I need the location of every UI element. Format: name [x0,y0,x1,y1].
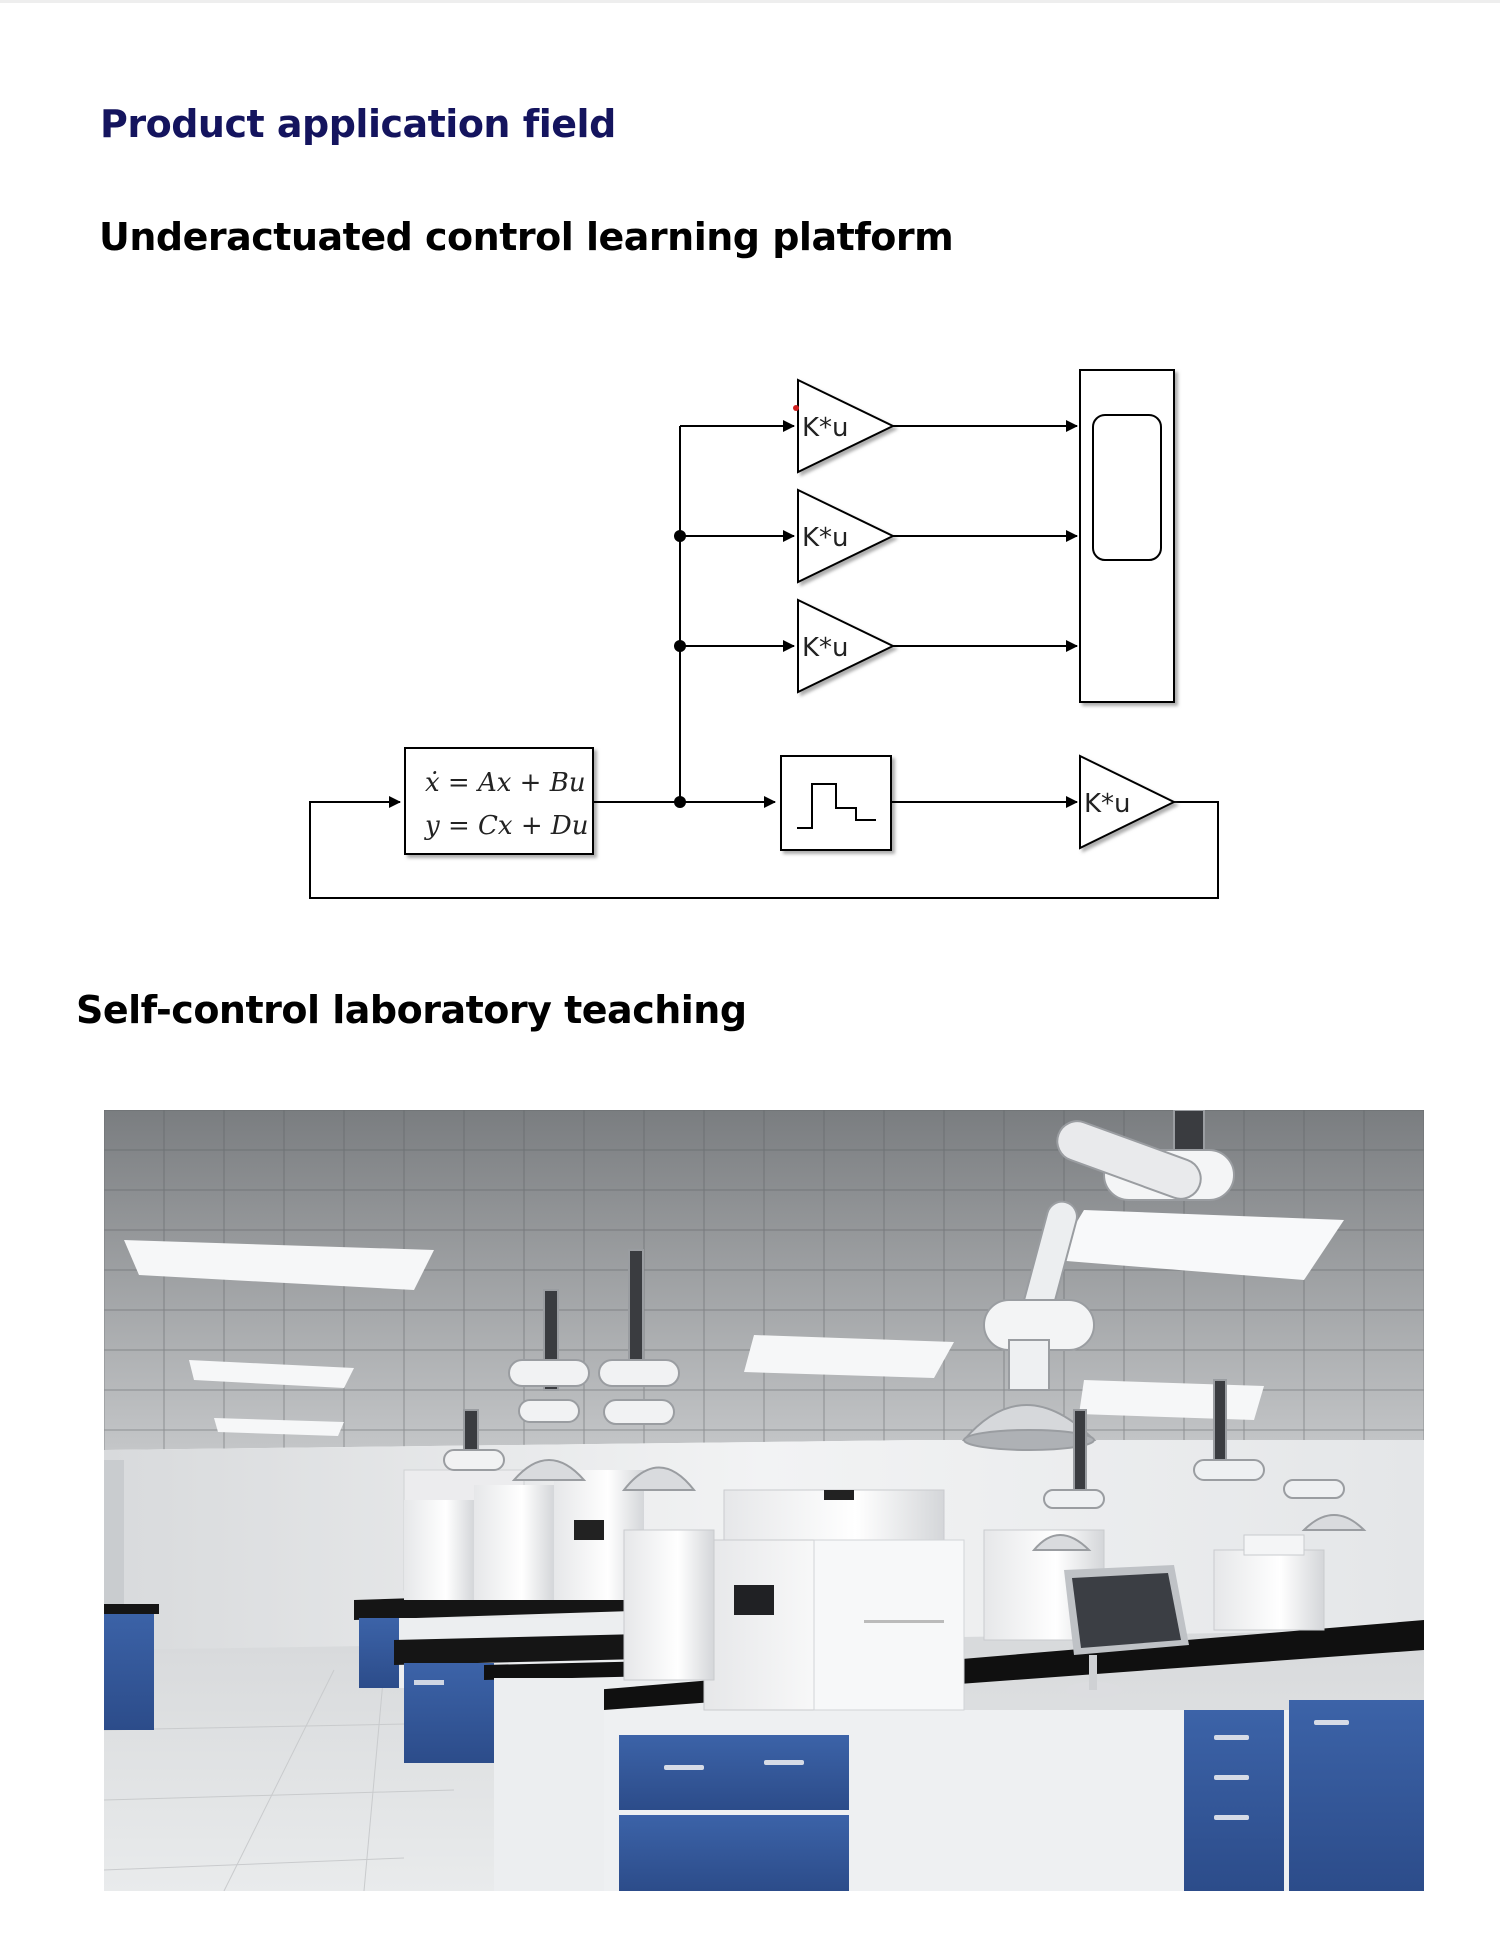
monitor [1064,1565,1189,1698]
ceiling-light [124,1240,434,1290]
gain-block-feedback: K*u [1079,754,1177,850]
state-space-block: ẋ = Ax + Bu y = Cx + Du [404,747,594,855]
junction-dot [674,530,686,542]
extraction-arm [598,1249,697,1491]
gain-block-3: K*u [797,598,896,694]
state-equation: ẋ = Ax + Bu [425,768,586,798]
lab-instrument [703,1489,965,1711]
ceiling-light [214,1418,344,1436]
extraction-arm [443,1289,590,1481]
gain-label: K*u [802,523,849,553]
extraction-arm-main [961,1110,1235,1451]
junction-dot [674,640,686,652]
laboratory-photo [104,1110,1424,1891]
lab-instrument [1213,1534,1325,1631]
lab-instrument [623,1529,715,1681]
page-heading: Product application field [100,102,616,146]
extraction-arm [1193,1379,1367,1531]
block-diagram: ẋ = Ax + Bu y = Cx + Du K*u K*u K*u K [309,369,1219,899]
ceiling-light [189,1360,354,1388]
step-block [780,755,892,851]
junction-dot [674,796,686,808]
extraction-arm [1031,1409,1105,1551]
gain-label: K*u [802,633,849,663]
near-bench [484,1620,1424,1891]
top-divider [0,0,1500,3]
gain-block-1: K*u [797,378,896,474]
scope-block [1079,369,1175,703]
ceiling-light [744,1335,954,1378]
gain-label: K*u [802,413,849,443]
feedback-wire [309,796,1219,899]
left-counter [104,1610,154,1730]
ceiling-light [1054,1210,1344,1280]
gain-label: K*u [1084,789,1131,819]
section-title-lab-teaching: Self-control laboratory teaching [76,988,747,1032]
ceiling-light [1079,1380,1264,1420]
output-equation: y = Cx + Du [424,811,588,841]
section-title-control-platform: Underactuated control learning platform [99,215,954,259]
gain-block-2: K*u [797,488,896,584]
